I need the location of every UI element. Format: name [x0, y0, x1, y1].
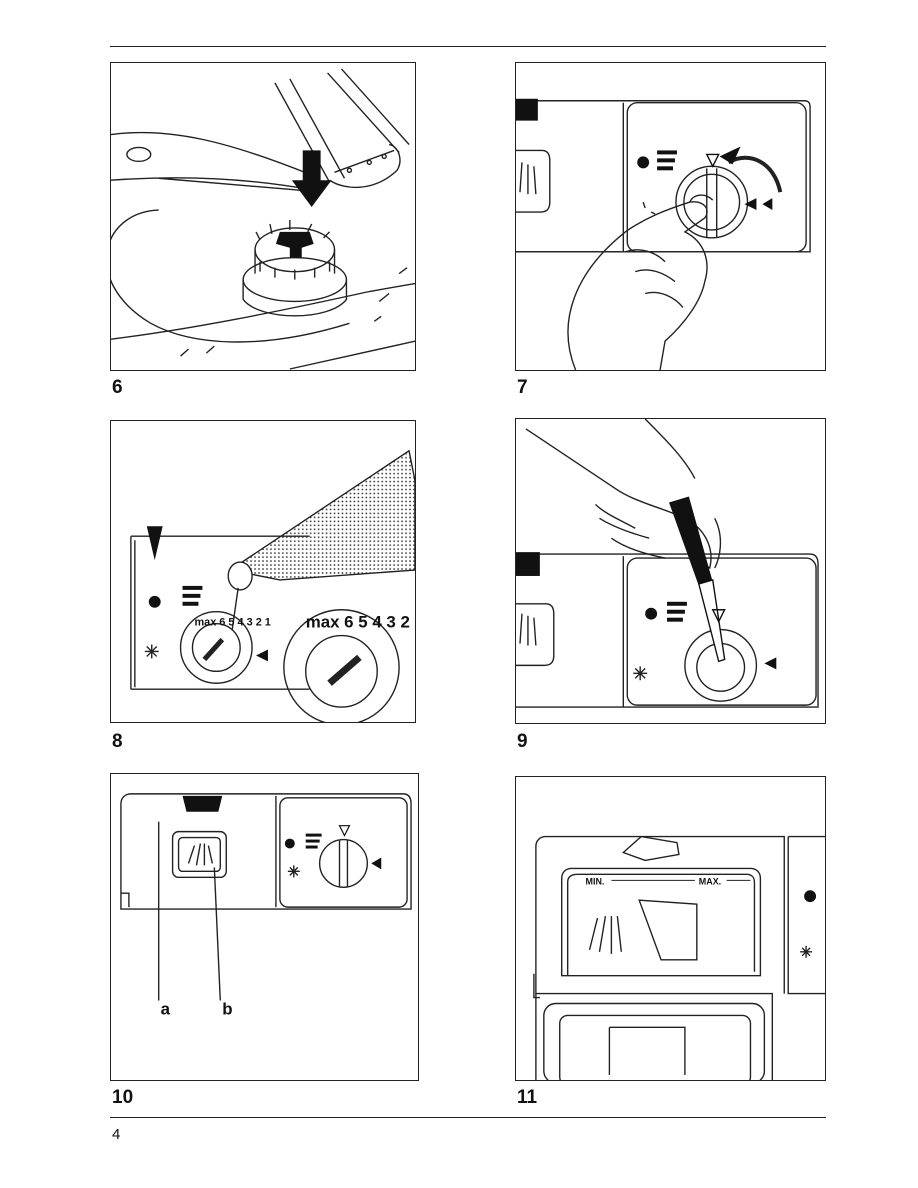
- figure-6-illustration: [110, 62, 416, 371]
- figure-9-illustration: [515, 418, 826, 724]
- rinse-aid-dial-drawing: [516, 98, 811, 370]
- dispenser-panel-drawing: a b: [120, 793, 412, 1018]
- detergent-dispenser-drawing: MIN. MAX.: [533, 835, 825, 1080]
- figure-8-illustration: max 6 5 4 3 2 1 max 6 5 4 3 2 1: [110, 420, 416, 723]
- large-dial-scale: max 6 5 4 3 2 1: [306, 613, 415, 632]
- figure-7-number: 7: [517, 377, 528, 398]
- callout-b: b: [222, 999, 232, 1018]
- figure-11-number: 11: [517, 1087, 538, 1108]
- callout-a: a: [161, 999, 171, 1018]
- scale-max-label: MAX.: [699, 876, 721, 886]
- figure-11-illustration: MIN. MAX.: [515, 776, 826, 1081]
- figure-10-number: 10: [112, 1087, 134, 1108]
- figure-6-number: 6: [112, 377, 123, 398]
- top-rule: [110, 46, 826, 47]
- dial-adjustment-drawing: [516, 419, 819, 708]
- rinse-aid-filling-drawing: max 6 5 4 3 2 1 max 6 5 4 3 2 1: [130, 449, 415, 722]
- filter-cap-drawing: [111, 68, 415, 370]
- figure-7-illustration: [515, 62, 826, 371]
- small-dial-scale: max 6 5 4 3 2 1: [194, 617, 270, 629]
- figure-9-number: 9: [517, 731, 528, 752]
- figure-8-number: 8: [112, 731, 123, 752]
- bottom-rule: [110, 1117, 826, 1118]
- page-number: 4: [112, 1126, 121, 1143]
- figure-10-illustration: a b: [110, 773, 419, 1081]
- scale-min-label: MIN.: [586, 876, 605, 886]
